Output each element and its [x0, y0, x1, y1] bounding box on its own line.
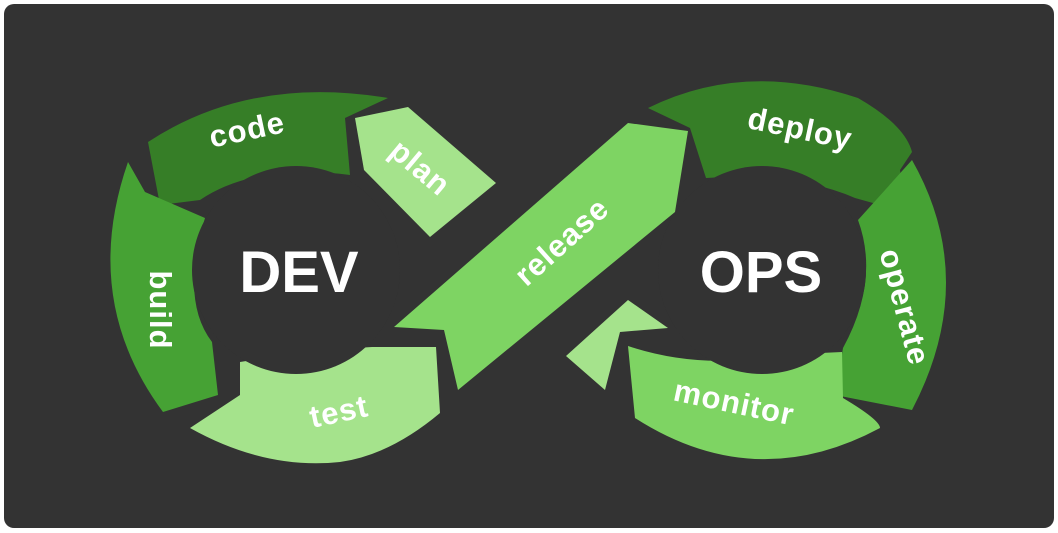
- segment-code: [148, 92, 388, 205]
- segment-build: [110, 162, 218, 412]
- devops-infinity-diagram: DEV OPS code plan build test release dep…: [4, 4, 1054, 528]
- segment-monitor: [628, 346, 880, 460]
- build-label: build: [143, 270, 178, 349]
- segment-test: [190, 347, 440, 464]
- dev-hub: [192, 166, 400, 374]
- segment-release: [394, 123, 688, 390]
- dev-label: DEV: [239, 240, 359, 305]
- segment-operate: [835, 160, 946, 410]
- segment-plan: [355, 107, 496, 237]
- ops-label: OPS: [700, 240, 823, 305]
- diagram-frame: DEV OPS code plan build test release dep…: [4, 4, 1054, 528]
- ops-hub: [658, 166, 866, 374]
- segment-deploy: [648, 81, 912, 212]
- segment-monitor-arrow: [566, 300, 668, 390]
